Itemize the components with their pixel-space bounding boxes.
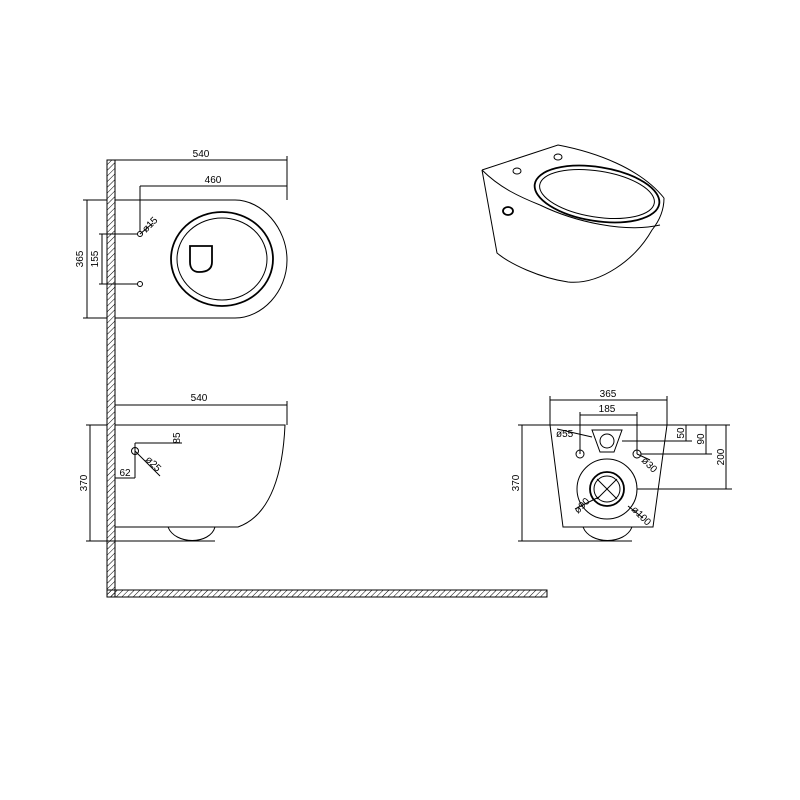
- top-bolt-hole-label: ø15: [140, 215, 160, 235]
- top-depth-label: 365: [75, 250, 86, 267]
- rear-width-label: 365: [600, 389, 617, 400]
- side-inlet-height-label: 85: [172, 432, 183, 444]
- rear-d3-label: 200: [716, 448, 727, 465]
- rear-bolt-dia-label: ø30: [639, 455, 659, 475]
- rear-d2-label: 90: [696, 433, 707, 445]
- rear-inlet-dia-label: ø55: [556, 429, 574, 440]
- rear-d1-label: 50: [676, 427, 687, 439]
- rear-view: 365 185 50 90 200 370 ø55 ø30 ø90 ø100: [511, 389, 732, 542]
- wall-and-floor: [106, 159, 548, 598]
- top-bowl-length-label: 460: [205, 175, 222, 186]
- top-width-label: 540: [193, 149, 210, 160]
- top-bolt-spacing-label: 155: [90, 250, 101, 267]
- side-inlet-dia-label: ø25: [143, 454, 163, 474]
- rear-height-label: 370: [511, 474, 522, 491]
- rear-bolt-spacing-label: 185: [599, 404, 616, 415]
- perspective-view: [481, 144, 665, 283]
- side-inlet-offset-label: 62: [119, 468, 131, 479]
- rear-outlet-outer-label: ø100: [629, 504, 653, 528]
- side-height-label: 370: [79, 474, 90, 491]
- side-width-label: 540: [191, 393, 208, 404]
